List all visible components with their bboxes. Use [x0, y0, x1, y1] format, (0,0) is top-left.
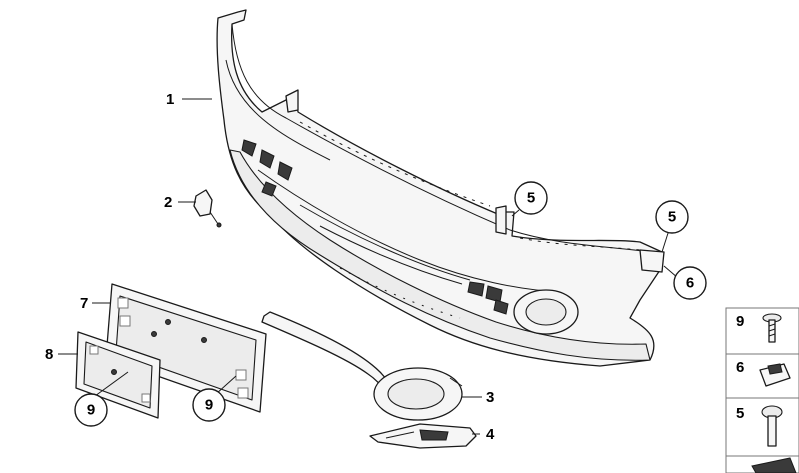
- callout-9-circle-right: 9: [205, 397, 213, 414]
- callout-1: 1: [166, 91, 174, 108]
- callout-4: 4: [486, 426, 495, 443]
- license-plate-bracket[interactable]: [105, 283, 267, 413]
- screw-icon: [762, 313, 782, 343]
- partial-part-icon: [751, 457, 797, 473]
- bolt-icon: [761, 405, 783, 447]
- tow-hook-cover[interactable]: [193, 189, 222, 228]
- fastener-legend: 9 6 5: [725, 307, 799, 473]
- callout-3: 3: [486, 389, 494, 406]
- legend-label-5: 5: [736, 405, 744, 422]
- callout-9-circle-left: 9: [87, 402, 95, 419]
- bumper-cover[interactable]: [216, 9, 665, 367]
- legend-label-6: 6: [736, 359, 744, 376]
- license-plate-holder[interactable]: [75, 331, 161, 419]
- callout-7: 7: [80, 295, 88, 312]
- fog-light-trim[interactable]: [373, 367, 463, 421]
- grille-insert[interactable]: [369, 423, 477, 449]
- callout-6-circle: 6: [686, 275, 694, 292]
- legend-label-9: 9: [736, 313, 744, 330]
- callout-5-circle-right: 5: [668, 209, 676, 226]
- clip-nut-icon: [759, 363, 791, 387]
- callout-2: 2: [164, 194, 172, 211]
- callout-5-circle: 5: [527, 190, 535, 207]
- callout-8: 8: [45, 346, 53, 363]
